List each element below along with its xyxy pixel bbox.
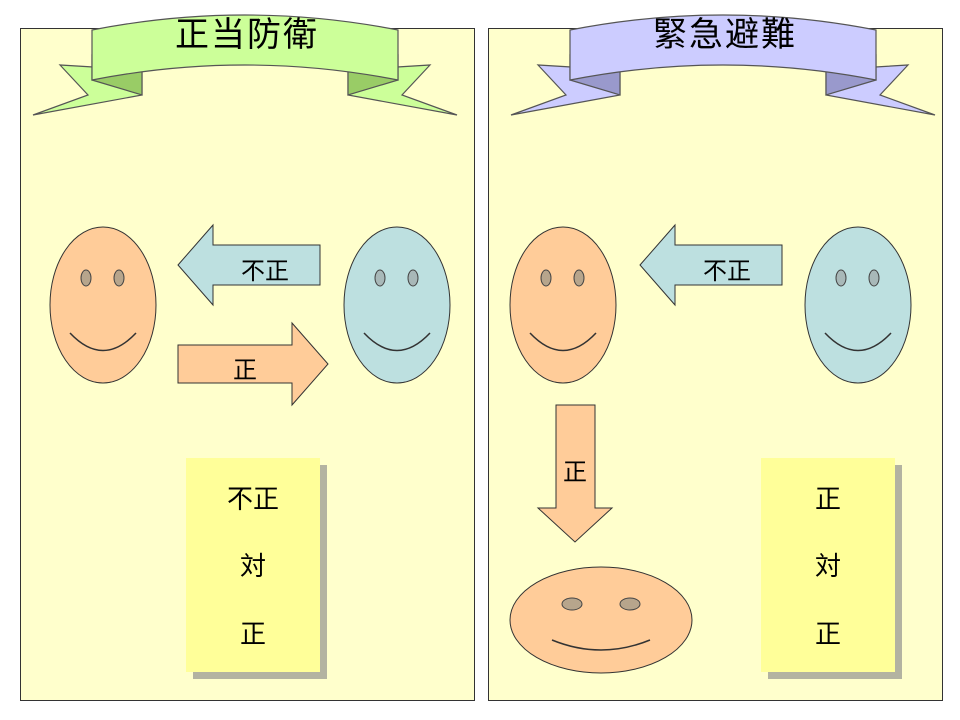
left-unjust-arrow <box>177 223 321 307</box>
left-orange-face <box>49 226 157 384</box>
right-title-ribbon <box>510 14 936 116</box>
left-blue-face <box>343 226 451 384</box>
left-title-ribbon <box>32 14 458 116</box>
necessity-title: 緊急避難 <box>653 15 797 55</box>
right-orange-face <box>509 226 617 384</box>
note-line: 正 <box>814 619 841 650</box>
right-down-arrow-label: 正 <box>563 458 587 486</box>
note-line: 正 <box>239 619 266 650</box>
right-blue-face <box>804 226 912 384</box>
note-line: 不正 <box>226 485 279 516</box>
left-just-arrow <box>177 321 329 407</box>
right-unjust-arrow <box>639 223 783 307</box>
self-defense-note: 不正 対 正 <box>186 458 320 672</box>
left-unjust-arrow-label: 不正 <box>241 257 289 285</box>
right-unjust-arrow-label: 不正 <box>703 257 751 285</box>
necessity-note: 正 対 正 <box>761 458 895 672</box>
self-defense-title: 正当防衛 <box>175 15 319 55</box>
right-down-arrow <box>536 404 614 543</box>
left-just-arrow-label: 正 <box>233 356 257 384</box>
note-line: 対 <box>239 552 266 583</box>
note-line: 正 <box>814 485 841 516</box>
note-line: 対 <box>814 552 841 583</box>
bystander-face <box>509 566 693 674</box>
